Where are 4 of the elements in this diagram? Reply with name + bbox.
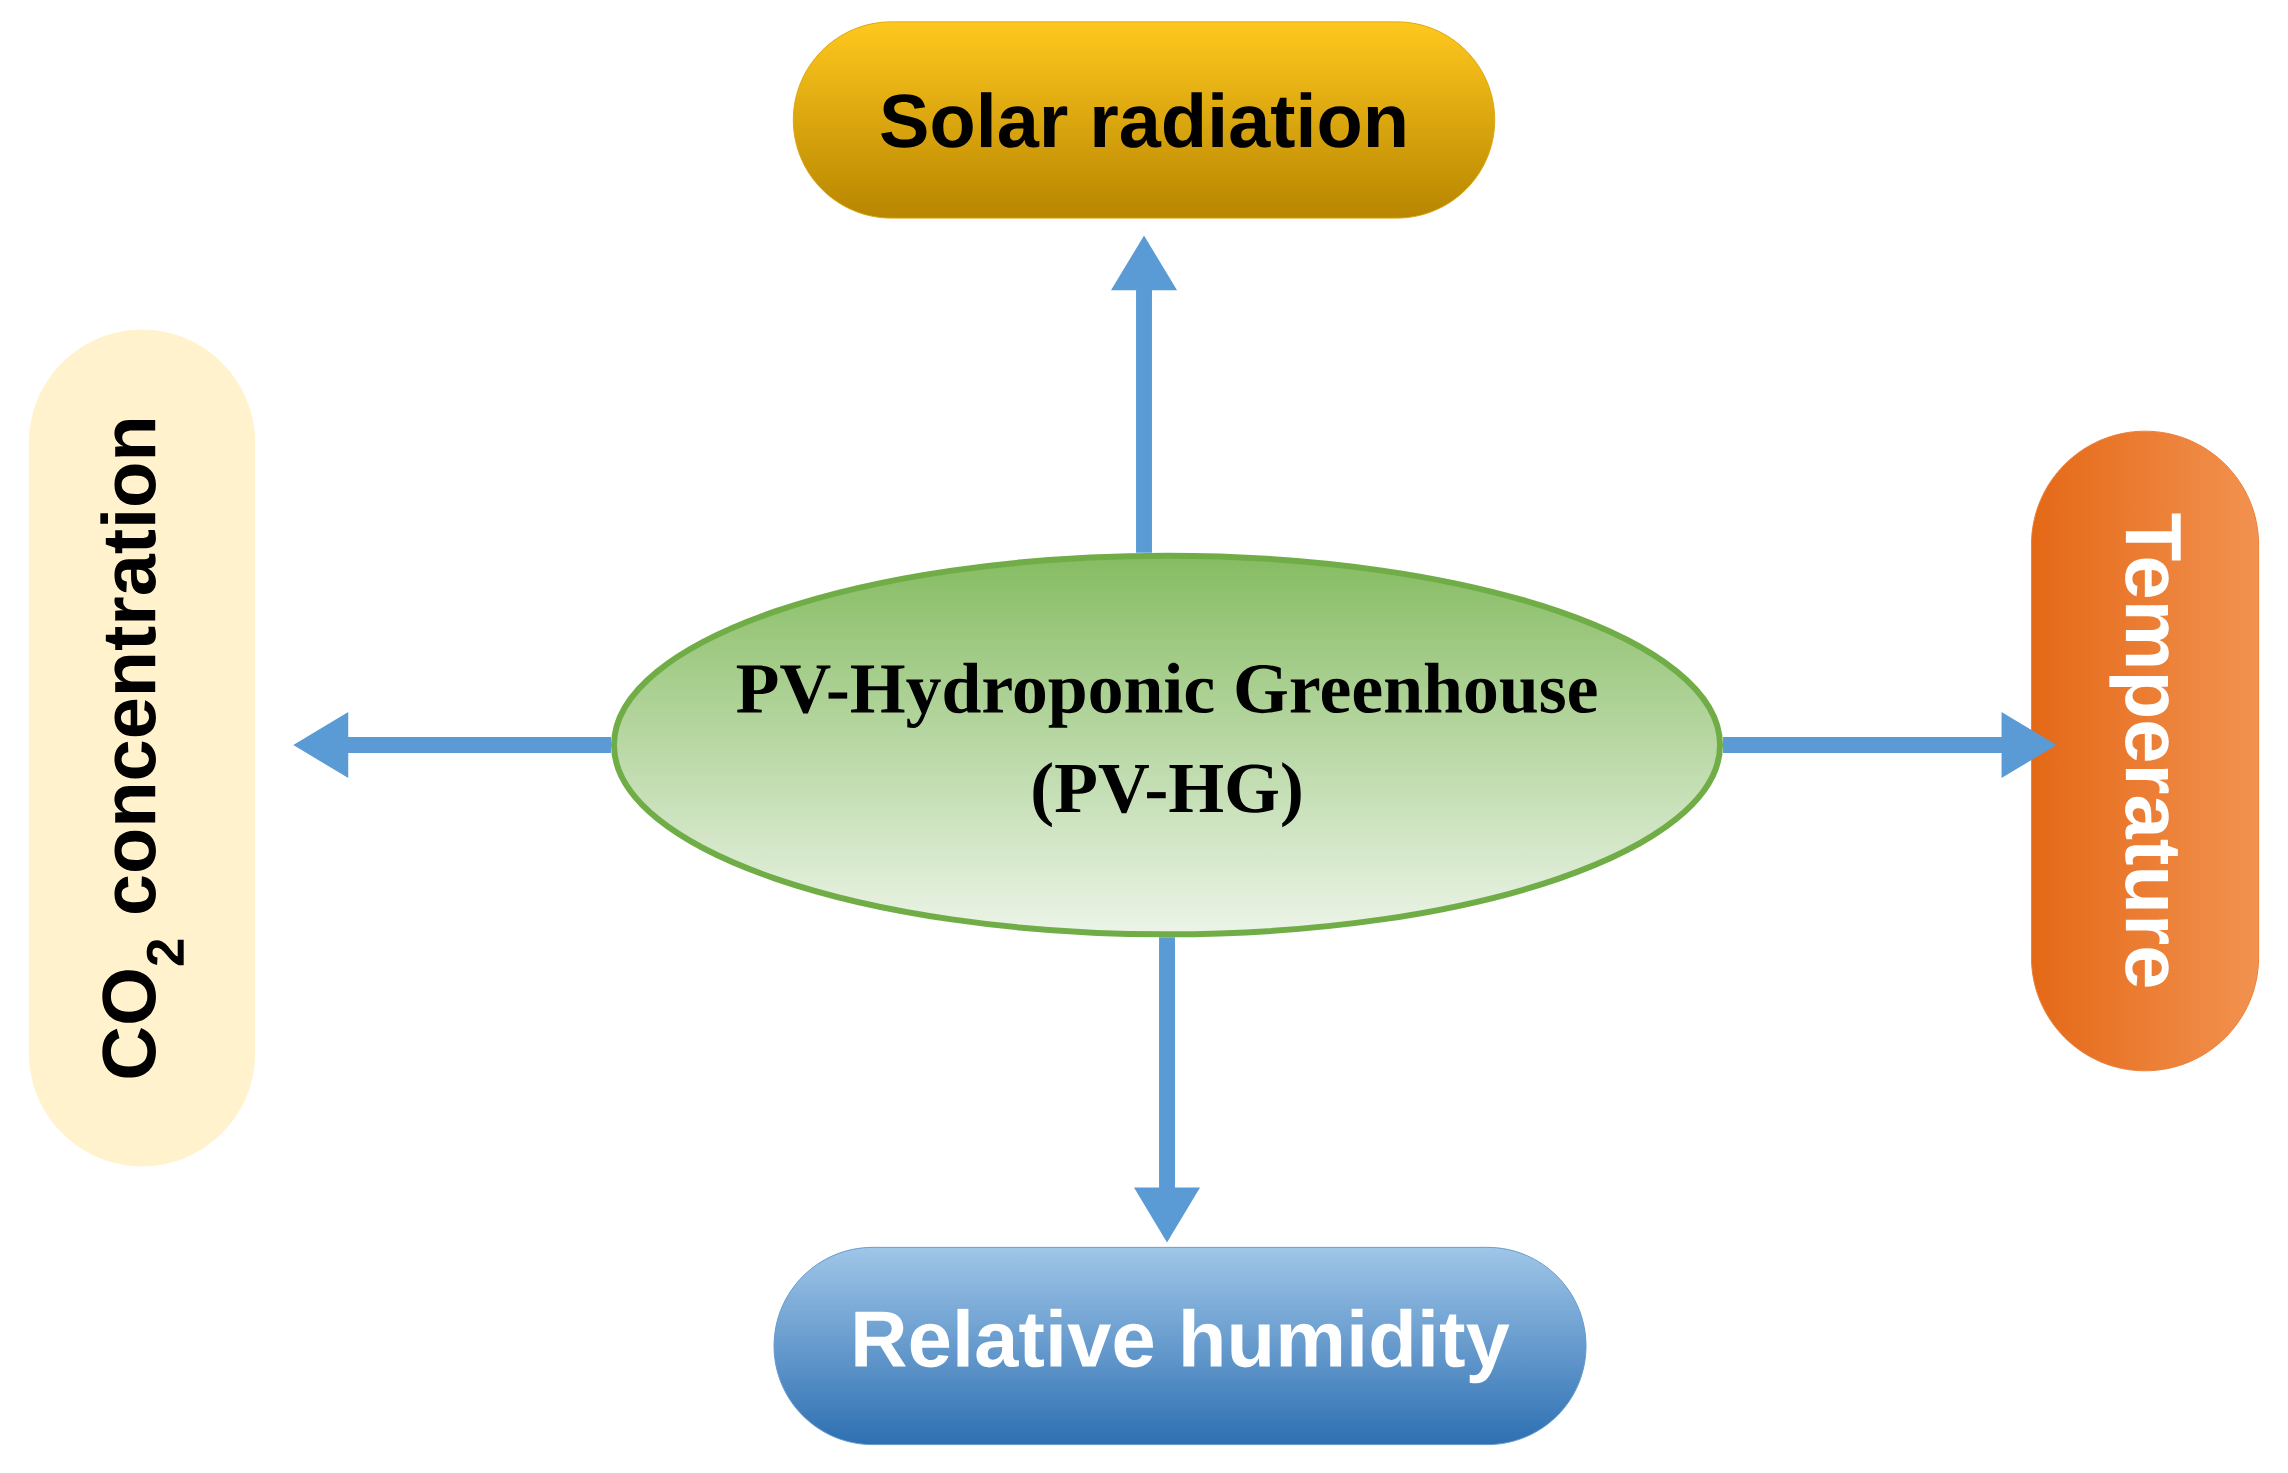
pill-box: Temperature	[2030, 430, 2260, 1072]
pill-box: Solar radiation	[792, 21, 1496, 219]
pill-box: CO$_{2}$ concentration	[28, 329, 256, 1167]
pill-box: Relative humidity	[773, 1246, 1587, 1446]
